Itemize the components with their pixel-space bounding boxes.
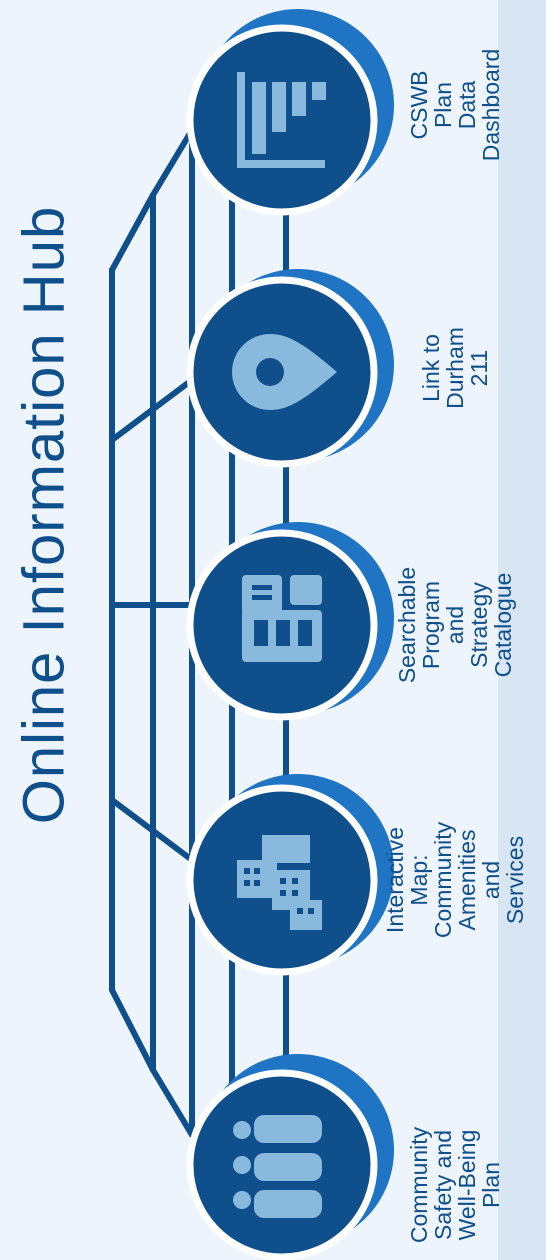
node-label-data-dashboard: CSWB Plan Data Dashboard (406, 48, 504, 162)
page-title: Online Information Hub (11, 205, 77, 825)
node-label-interactive-map: Interactive Map: Community Amenities and… (382, 821, 528, 939)
bar-chart-icon (237, 72, 326, 168)
buildings-icon (237, 835, 322, 930)
book-catalogue-icon (242, 575, 322, 662)
node-label-cswb-plan: Community Safety and Well-Being Plan (406, 1126, 504, 1244)
location-pin-icon (232, 334, 337, 410)
node-label-program-catalogue: Searchable Program and Strategy Catalogu… (394, 566, 516, 684)
side-strip (498, 0, 546, 1260)
node-label-durham-211: Link to Durham 211 (418, 327, 492, 409)
people-icon (233, 1115, 322, 1218)
